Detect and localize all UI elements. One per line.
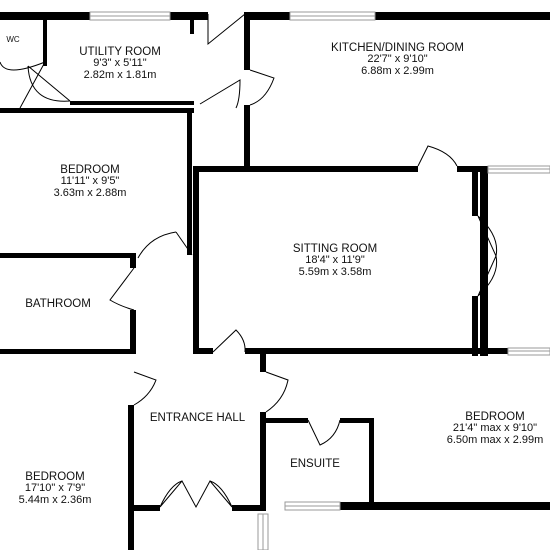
door-kitchen [249, 69, 275, 106]
room-dimensions-imperial: 22'7" x 9'10" [367, 53, 428, 66]
room-dimensions-imperial: 21'4" max x 9'10" [452, 422, 538, 435]
wall-sitting-bottom-left [193, 348, 213, 354]
wall-top-kitchen-right [375, 12, 550, 20]
wall-utility-left-lower [43, 62, 47, 66]
wall-sitting-right-lower [472, 296, 478, 356]
wall-utility-bottom [70, 101, 194, 105]
room-sitting: SITTING ROOM 18'4" x 11'9" 5.59m x 3.58m [265, 243, 405, 278]
room-dimensions-metric: 6.88m x 2.99m [361, 64, 434, 77]
room-dimensions-metric: 5.59m x 3.58m [298, 265, 372, 278]
room-utility: UTILITY ROOM 9'3" x 5'11" 2.82m x 1.81m [60, 46, 180, 81]
room-dimensions-imperial: 9'3" x 5'11" [93, 57, 147, 70]
room-bedroom-2: BEDROOM 21'4" max x 9'10" 6.50m max x 2.… [425, 411, 550, 446]
window-front [257, 513, 269, 550]
door-sitting-bottom [212, 329, 246, 353]
room-kitchen: KITCHEN/DINING ROOM 22'7" x 9'10" 6.88m … [310, 42, 485, 77]
wall-front-right [232, 505, 266, 511]
wall-sitting-left [193, 166, 199, 351]
door-wc [0, 61, 46, 109]
window-right-upper [487, 165, 550, 174]
room-ensuite: ENSUITE [285, 458, 345, 470]
room-dimensions-imperial: 17'10" x 7'9" [24, 482, 86, 495]
door-bedroom1 [137, 231, 193, 259]
room-name: BEDROOM [60, 164, 120, 176]
door-sitting-right [477, 215, 498, 297]
wall-sitting-top-left [193, 166, 418, 172]
wall-wc-right [43, 12, 47, 62]
window-right-lower [507, 347, 550, 356]
wall-bathroom-bottom [0, 349, 136, 354]
wall-hall-right-lower [260, 412, 266, 507]
door-bathroom [109, 267, 135, 311]
room-name: SITTING ROOM [292, 243, 378, 255]
wall-exterior-right-mid [480, 166, 488, 356]
room-dimensions-metric: 2.82m x 1.81m [83, 68, 157, 81]
wall-bottom-right [340, 502, 550, 510]
door-front [159, 480, 233, 509]
wall-hall-left-top [130, 260, 136, 266]
door-hall-kitchen [199, 79, 241, 109]
wall-top-utility [170, 12, 208, 20]
wall-front-left [134, 505, 160, 511]
wall-kitchen-left [244, 12, 250, 70]
wall-hall-right-upper [260, 352, 266, 372]
window-kitchen [289, 11, 376, 21]
wall-hall-left [128, 405, 134, 550]
room-bedroom-1: BEDROOM 11'11" x 9'5" 3.63m x 2.88m [20, 164, 160, 199]
room-name: UTILITY ROOM [79, 46, 161, 58]
room-bedroom-3: BEDROOM 17'10" x 7'9" 5.44m x 2.36m [0, 471, 110, 506]
wall-sitting-bottom-right [245, 348, 550, 354]
wall-utility-right [190, 12, 194, 34]
room-name: BEDROOM [25, 471, 85, 483]
wall-bathroom-right-lower [130, 310, 136, 354]
room-entrance-hall: ENTRANCE HALL [145, 412, 250, 424]
door-hall-top [207, 13, 246, 46]
door-utility [27, 65, 71, 102]
door-bedroom2 [265, 371, 289, 413]
wall-ensuite-right [369, 418, 374, 510]
room-name: BEDROOM [465, 411, 525, 423]
wall-bathroom-top [0, 253, 136, 258]
room-dimensions-metric: 5.44m x 2.36m [18, 493, 92, 506]
door-ensuite [307, 419, 341, 446]
room-name: ENSUITE [290, 458, 340, 470]
room-dimensions-imperial: 11'11" x 9'5" [60, 175, 120, 188]
wall-bedroom1-right [187, 108, 192, 255]
wall-ensuite-top-right [340, 418, 374, 423]
room-name: ENTRANCE HALL [149, 412, 246, 424]
room-dimensions-imperial: 18'4" x 11'9" [305, 254, 365, 267]
room-dimensions-metric: 3.63m x 2.88m [53, 186, 127, 199]
wall-kitchen-left-lower [244, 105, 250, 170]
door-bedroom3 [133, 371, 157, 406]
window-ensuite [284, 501, 341, 511]
room-wc: WC [2, 35, 24, 44]
door-sitting-top [417, 145, 458, 167]
room-bathroom: BATHROOM [8, 298, 108, 310]
wall-ensuite-top-left [266, 418, 308, 423]
room-name: KITCHEN/DINING ROOM [331, 42, 464, 54]
wall-sitting-right-upper [472, 166, 478, 216]
room-name: WC [6, 35, 20, 44]
wall-top-kitchen [245, 12, 290, 20]
wall-bedroom1-top [0, 108, 194, 113]
room-name: BATHROOM [25, 298, 91, 310]
room-dimensions-metric: 6.50m max x 2.99m [446, 433, 544, 446]
window-utility [89, 11, 171, 21]
